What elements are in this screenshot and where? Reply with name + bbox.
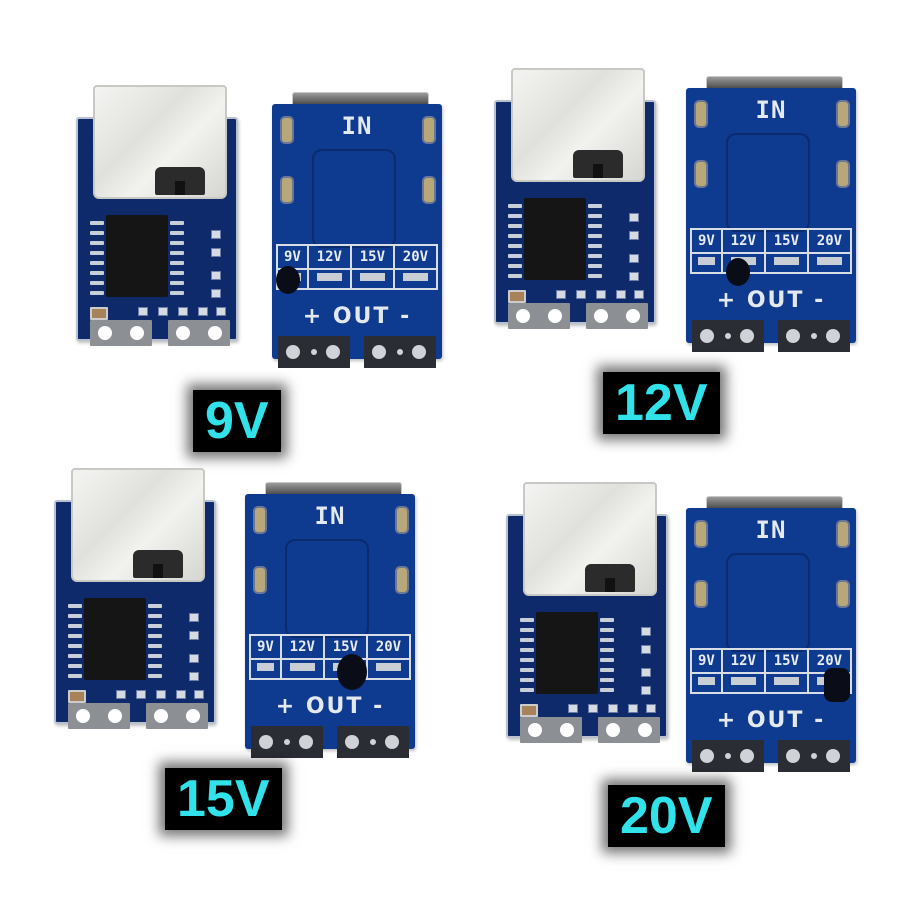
- voltage-15v-label: 15V: [325, 636, 368, 658]
- voltage-select-row: 9V 12V 15V 20V: [690, 648, 852, 674]
- solder-bridge-20v: [824, 668, 850, 702]
- jumper-row: [276, 268, 438, 290]
- voltage-9v-label: 9V: [692, 230, 723, 252]
- voltage-select-row: 9V 12V 15V 20V: [690, 228, 852, 254]
- capacitor: [508, 290, 526, 303]
- in-label: IN: [314, 502, 346, 530]
- usb-c-connector: [71, 468, 205, 582]
- solder-pad: [586, 303, 648, 329]
- back-board-9v: IN 9V 12V 15V 20V + OUT -: [272, 92, 442, 368]
- voltage-20v-label: 20V: [368, 636, 411, 658]
- voltage-caption-9v: 9V: [193, 390, 281, 452]
- pd-controller-chip: [524, 198, 586, 280]
- front-board-12v: [486, 68, 656, 329]
- voltage-15v-label: 15V: [352, 246, 395, 268]
- voltage-20v-label: 20V: [809, 230, 852, 252]
- voltage-12v-label: 12V: [282, 636, 325, 658]
- front-board-9v: [68, 85, 238, 346]
- out-label: + OUT -: [716, 288, 826, 313]
- solder-pad: [146, 703, 208, 729]
- pcb: IN 9V 12V 15V 20V + OUT -: [245, 494, 415, 758]
- pcb: IN 9V 12V 15V 20V + OUT -: [686, 508, 856, 772]
- solder-pad: [68, 703, 130, 729]
- voltage-select-row: 9V 12V 15V 20V: [276, 244, 438, 270]
- voltage-caption-15v: 15V: [165, 768, 282, 830]
- jumper-row: [690, 252, 852, 274]
- solder-bridge-9v: [276, 266, 300, 294]
- voltage-20v-label: 20V: [809, 650, 852, 672]
- back-board-20v: IN 9V 12V 15V 20V + OUT -: [686, 496, 856, 772]
- voltage-12v-label: 12V: [309, 246, 352, 268]
- usb-c-connector: [93, 85, 227, 199]
- voltage-12v-label: 12V: [723, 230, 766, 252]
- voltage-caption-20v: 20V: [608, 785, 725, 847]
- jumper-row: [249, 658, 411, 680]
- pcb: IN 9V 12V 15V 20V + OUT -: [686, 88, 856, 352]
- out-label: + OUT -: [275, 694, 385, 719]
- out-label: + OUT -: [716, 708, 826, 733]
- capacitor: [520, 704, 538, 717]
- usb-c-connector: [511, 68, 645, 182]
- solder-pad: [520, 717, 582, 743]
- in-label: IN: [341, 112, 373, 140]
- voltage-9v-label: 9V: [251, 636, 282, 658]
- in-label: IN: [755, 96, 787, 124]
- usb-c-connector: [523, 482, 657, 596]
- voltage-caption-12v: 12V: [603, 372, 720, 434]
- capacitor: [68, 690, 86, 703]
- back-board-12v: IN 9V 12V 15V 20V + OUT -: [686, 76, 856, 352]
- solder-pad: [168, 320, 230, 346]
- in-label: IN: [755, 516, 787, 544]
- solder-pad: [598, 717, 660, 743]
- pcb: IN 9V 12V 15V 20V + OUT -: [272, 104, 442, 368]
- voltage-15v-label: 15V: [766, 230, 809, 252]
- solder-pad: [90, 320, 152, 346]
- solder-bridge-15v: [337, 654, 367, 690]
- voltage-12v-label: 12V: [723, 650, 766, 672]
- pd-controller-chip: [106, 215, 168, 297]
- voltage-9v-label: 9V: [692, 650, 723, 672]
- solder-bridge-12v: [726, 258, 750, 286]
- voltage-9v-label: 9V: [278, 246, 309, 268]
- pd-controller-chip: [84, 598, 146, 680]
- out-label: + OUT -: [302, 304, 412, 329]
- front-board-20v: [498, 482, 668, 743]
- voltage-20v-label: 20V: [395, 246, 438, 268]
- voltage-select-row: 9V 12V 15V 20V: [249, 634, 411, 660]
- back-board-15v: IN 9V 12V 15V 20V + OUT -: [245, 482, 415, 758]
- pd-controller-chip: [536, 612, 598, 694]
- voltage-15v-label: 15V: [766, 650, 809, 672]
- front-board-15v: [46, 468, 216, 729]
- capacitor: [90, 307, 108, 320]
- solder-pad: [508, 303, 570, 329]
